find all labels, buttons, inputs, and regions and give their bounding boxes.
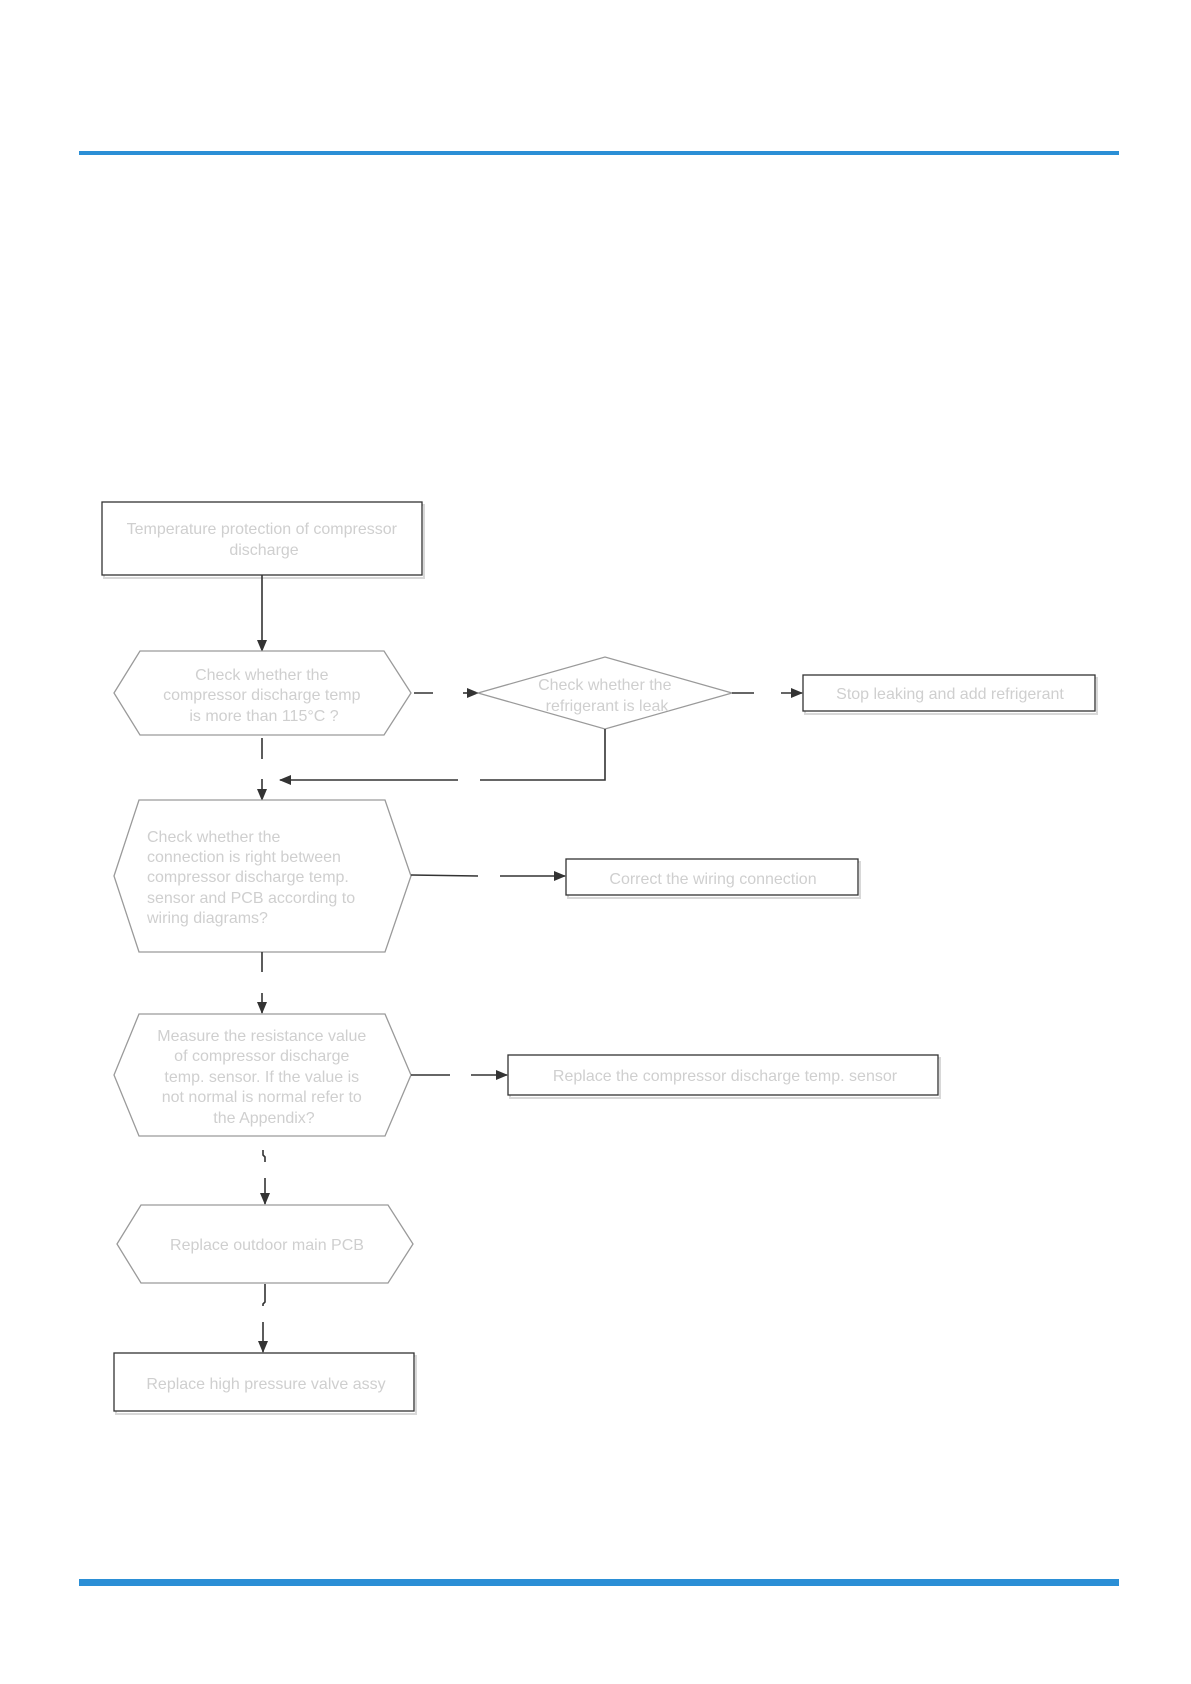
node-measure-resistance: Measure the resistance value of compress… xyxy=(113,1013,412,1137)
node-check-connection-text: Check whether the connection is right be… xyxy=(146,829,360,927)
node-replace-valve: Replace high pressure valve assy xyxy=(113,1352,417,1415)
node-check-temp-text: Check whether the compressor discharge t… xyxy=(163,667,365,725)
node-replace-sensor: Replace the compressor discharge temp. s… xyxy=(507,1054,941,1099)
connector-connection-to-wiring-a xyxy=(410,874,479,877)
node-check-leak: Check whether the refrigerant is leak xyxy=(475,656,735,730)
header-rule xyxy=(79,151,1119,155)
node-correct-wiring-text: Correct the wiring connection xyxy=(609,871,816,888)
node-replace-pcb-text: Replace outdoor main PCB xyxy=(170,1237,364,1254)
node-replace-pcb: Replace outdoor main PCB xyxy=(116,1204,414,1284)
footer-rule xyxy=(79,1579,1119,1586)
connector-leak-return-a xyxy=(480,729,606,781)
node-start-text: Temperature protection of compressor dis… xyxy=(127,521,402,559)
node-stop-leaking: Stop leaking and add refrigerant xyxy=(802,674,1098,715)
node-replace-sensor-text: Replace the compressor discharge temp. s… xyxy=(553,1068,898,1085)
node-stop-leaking-text: Stop leaking and add refrigerant xyxy=(836,686,1064,703)
connector-pcb-to-valve-a xyxy=(262,1284,266,1306)
node-check-temp: Check whether the compressor discharge t… xyxy=(113,650,412,736)
connector-measure-to-pcb-a xyxy=(262,1150,266,1162)
node-measure-resistance-text: Measure the resistance value of compress… xyxy=(157,1028,370,1127)
node-correct-wiring: Correct the wiring connection xyxy=(565,858,861,899)
node-replace-valve-text: Replace high pressure valve assy xyxy=(146,1376,385,1393)
node-start: Temperature protection of compressor dis… xyxy=(101,501,425,579)
node-check-leak-text: Check whether the refrigerant is leak xyxy=(538,677,676,715)
node-check-connection: Check whether the connection is right be… xyxy=(113,799,412,953)
